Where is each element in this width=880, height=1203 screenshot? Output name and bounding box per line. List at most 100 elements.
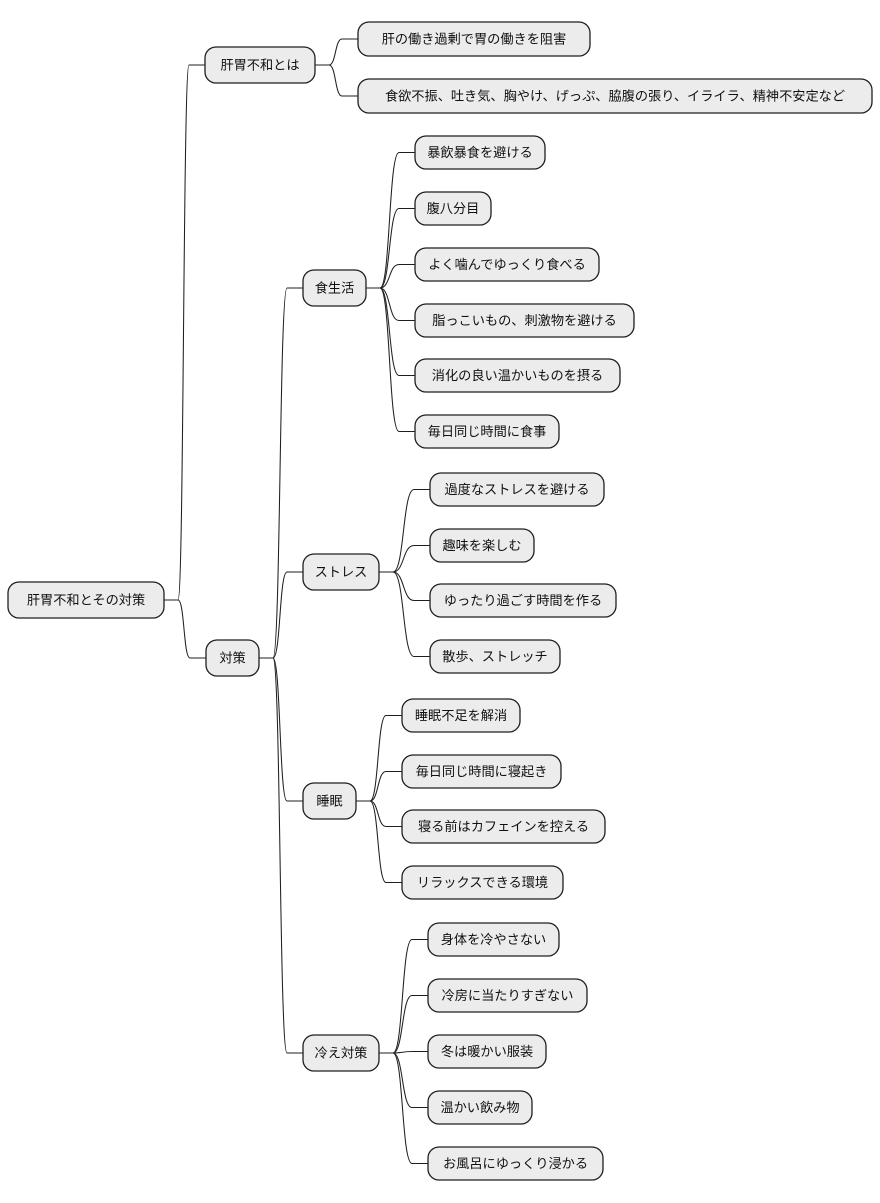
- mindmap-node-root[interactable]: 肝胃不和とその対策: [7, 581, 165, 619]
- node-box[interactable]: [302, 782, 357, 820]
- node-box[interactable]: [427, 978, 588, 1013]
- node-label: 冷房に当たりすぎない: [442, 988, 574, 1004]
- node-box[interactable]: [357, 78, 873, 114]
- node-label: 寝る前はカフェインを控える: [418, 818, 589, 835]
- mindmap-node-leaf[interactable]: ゆったり過ごす時間を作る: [429, 583, 617, 618]
- node-label: 食生活: [315, 280, 355, 297]
- mindmap-node-leaf[interactable]: 身体を冷やさない: [427, 922, 560, 957]
- node-box[interactable]: [427, 1146, 604, 1181]
- mindmap-node-leaf[interactable]: 温かい飲み物: [427, 1090, 533, 1125]
- node-label: 温かい飲み物: [440, 1100, 519, 1116]
- node-box[interactable]: [429, 639, 561, 674]
- mindmap-node-leaf[interactable]: リラックスできる環境: [401, 865, 564, 900]
- node-label: リラックスできる環境: [417, 875, 548, 891]
- node-box[interactable]: [414, 358, 621, 393]
- edge-layer: [163, 38, 431, 1165]
- mindmap-node-category[interactable]: 睡眠: [302, 782, 357, 820]
- node-box[interactable]: [414, 414, 560, 449]
- edge-diet-to-暴飲暴食を避ける: [365, 151, 416, 289]
- edge-cold-to-身体を冷やさない: [378, 938, 429, 1054]
- node-label: 肝胃不和とその対策: [27, 592, 145, 609]
- mindmap-node-leaf[interactable]: 消化の良い温かいものを摂る: [414, 358, 621, 393]
- edge-sleep-to-寝る前はカフェインを控える: [355, 800, 403, 828]
- node-box[interactable]: [302, 1034, 380, 1072]
- edge-stress-to-散歩-ストレッチ: [378, 571, 431, 658]
- mindmap-node-leaf[interactable]: 睡眠不足を解消: [401, 698, 521, 733]
- node-label: 肝の働き過剰で胃の働きを阻害: [382, 32, 567, 48]
- node-box[interactable]: [427, 1034, 547, 1069]
- node-box[interactable]: [429, 528, 535, 563]
- node-label: 散歩、ストレッチ: [442, 649, 548, 665]
- node-label: 睡眠不足を解消: [415, 708, 507, 724]
- mindmap-node-leaf[interactable]: 冷房に当たりすぎない: [427, 978, 588, 1013]
- node-label: お風呂にゆっくり浸かる: [443, 1156, 588, 1172]
- node-label: 毎日同じ時間に寝起き: [416, 763, 548, 780]
- edge-root-to-definition: [163, 64, 206, 601]
- node-label: ストレス: [315, 566, 368, 581]
- mindmap-node-leaf[interactable]: お風呂にゆっくり浸かる: [427, 1146, 604, 1181]
- node-label: 消化の良い温かいものを摂る: [432, 368, 603, 384]
- node-box[interactable]: [302, 269, 367, 307]
- edge-cold-to-温かい飲み物: [378, 1052, 429, 1109]
- mindmap-node-branch[interactable]: 肝胃不和とは: [204, 46, 316, 84]
- mindmap-node-leaf[interactable]: 暴飲暴食を避ける: [414, 135, 546, 170]
- mindmap-node-leaf[interactable]: 趣味を楽しむ: [429, 528, 535, 563]
- mindmap-node-leaf[interactable]: よく噛んでゆっくり食べる: [414, 247, 600, 282]
- node-box[interactable]: [414, 247, 600, 282]
- mindmap-node-category[interactable]: 冷え対策: [302, 1034, 380, 1072]
- node-box[interactable]: [401, 809, 606, 844]
- edge-definition-to-肝の働き過剰で胃の働きを阻害: [314, 38, 359, 66]
- edge-countermeasures-to-冷え対策: [258, 657, 304, 1054]
- node-box[interactable]: [401, 865, 564, 900]
- mindmap-node-leaf[interactable]: 脂っこいもの、刺激物を避ける: [414, 303, 635, 338]
- mindmap-node-leaf[interactable]: 毎日同じ時間に寝起き: [401, 754, 562, 789]
- mindmap-node-leaf[interactable]: 肝の働き過剰で胃の働きを阻害: [357, 21, 591, 57]
- edge-definition-to-食欲不振-吐き気-胸やけ-げっぷ-脇腹の張り-イライラ-: [314, 64, 359, 97]
- mindmap-node-leaf[interactable]: 寝る前はカフェインを控える: [401, 809, 606, 844]
- node-box[interactable]: [414, 303, 635, 338]
- edge-diet-to-よく噛んでゆっくり食べる: [365, 263, 416, 289]
- edge-stress-to-趣味を楽しむ: [378, 544, 431, 573]
- mindmap-node-category[interactable]: ストレス: [302, 553, 380, 591]
- edge-countermeasures-to-ストレス: [258, 571, 304, 659]
- mindmap-node-leaf[interactable]: 冬は暖かい服装: [427, 1034, 547, 1069]
- node-box[interactable]: [414, 191, 492, 226]
- node-label: ゆったり過ごす時間を作る: [444, 593, 602, 609]
- edge-diet-to-消化の良い温かいものを摂る: [365, 287, 416, 377]
- node-box[interactable]: [427, 922, 560, 957]
- edge-stress-to-過度なストレスを避ける: [378, 488, 431, 573]
- node-box[interactable]: [205, 639, 260, 677]
- node-box[interactable]: [427, 1090, 533, 1125]
- mindmap-node-leaf[interactable]: 毎日同じ時間に食事: [414, 414, 560, 449]
- mindmap-node-leaf[interactable]: 過度なストレスを避ける: [429, 472, 605, 507]
- node-box[interactable]: [401, 698, 521, 733]
- node-layer: 肝胃不和とその対策 肝胃不和とは 肝の働き過剰で胃の働きを阻害食欲不振、吐き気、胸や…: [7, 21, 873, 1181]
- node-label: 腹八分目: [427, 200, 480, 217]
- node-label: 食欲不振、吐き気、胸やけ、げっぷ、脇腹の張り、イライラ、精神不安定など: [385, 88, 845, 105]
- edge-countermeasures-to-食生活: [258, 287, 304, 659]
- node-box[interactable]: [429, 472, 605, 507]
- mindmap-node-leaf[interactable]: 散歩、ストレッチ: [429, 639, 561, 674]
- node-label: 脂っこいもの、刺激物を避ける: [432, 313, 617, 329]
- edge-sleep-to-リラックスできる環境: [355, 800, 403, 884]
- edge-sleep-to-毎日同じ時間に寝起き: [355, 770, 403, 802]
- node-label: 毎日同じ時間に食事: [428, 423, 547, 440]
- edge-cold-to-冷房に当たりすぎない: [378, 994, 429, 1054]
- node-label: 身体を冷やさない: [441, 932, 547, 948]
- node-box[interactable]: [357, 21, 591, 57]
- edge-diet-to-腹八分目: [365, 207, 416, 289]
- node-box[interactable]: [204, 46, 316, 84]
- node-box[interactable]: [7, 581, 165, 619]
- node-box[interactable]: [401, 754, 562, 789]
- mindmap-node-branch[interactable]: 対策: [205, 639, 260, 677]
- mindmap-node-leaf[interactable]: 腹八分目: [414, 191, 492, 226]
- node-label: 冬は暖かい服装: [441, 1044, 533, 1060]
- node-box[interactable]: [414, 135, 546, 170]
- mindmap-node-leaf[interactable]: 食欲不振、吐き気、胸やけ、げっぷ、脇腹の張り、イライラ、精神不安定など: [357, 78, 873, 114]
- mindmap-node-category[interactable]: 食生活: [302, 269, 367, 307]
- node-label: よく噛んでゆっくり食べる: [428, 256, 586, 273]
- node-label: 暴飲暴食を避ける: [427, 144, 533, 161]
- node-box[interactable]: [429, 583, 617, 618]
- node-box[interactable]: [302, 553, 380, 591]
